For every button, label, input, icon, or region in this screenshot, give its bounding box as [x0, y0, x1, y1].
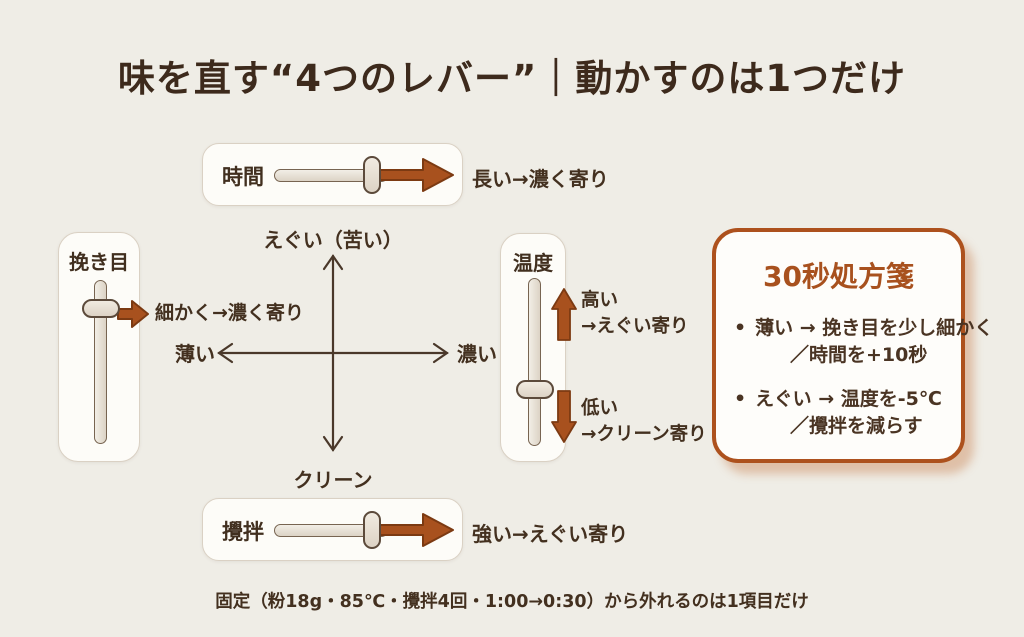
- axis-label-harsh: えぐい（苦い）: [263, 228, 403, 252]
- time-slider-label: 時間: [222, 164, 264, 189]
- temperature-slider-knob: [516, 380, 554, 399]
- list-item: • 薄い → 挽き目を少し細かく ／時間を+10秒: [734, 317, 994, 366]
- time-effect-label: 長い→濃く寄り: [472, 167, 609, 191]
- grind-slider-card: 挽き目: [58, 232, 149, 462]
- stir-slider-label: 攪拌: [222, 519, 264, 544]
- arrow-right-icon: [374, 513, 454, 547]
- time-slider-card: 時間: [202, 143, 463, 206]
- temperature-down-effect-label: 低い →クリーン寄り: [581, 398, 707, 445]
- stir-effect-label: 強い→えぐい寄り: [472, 522, 629, 546]
- prescription-title: 30秒処方箋: [763, 260, 914, 293]
- temperature-slider-label: 温度: [513, 251, 553, 275]
- arrow-down-icon: [551, 390, 577, 443]
- taste-axis-cross: [217, 254, 449, 452]
- temperature-up-effect-label: 高い →えぐい寄り: [581, 290, 689, 337]
- temperature-slider-track: [528, 278, 541, 446]
- prescription-box: 30秒処方箋 • 薄い → 挽き目を少し細かく ／時間を+10秒 • えぐい →…: [712, 228, 994, 463]
- bullet-icon: •: [734, 388, 747, 410]
- axis-label-thin: 薄い: [175, 342, 215, 366]
- grind-effect-label: 細かく→濃く寄り: [155, 302, 304, 324]
- list-item: • えぐい → 温度を-5℃ ／攪拌を減らす: [734, 388, 942, 437]
- grind-slider-knob: [82, 299, 120, 318]
- stir-slider-card: 攪拌: [202, 498, 463, 561]
- grind-slider-label: 挽き目: [69, 250, 129, 274]
- arrow-up-icon: [551, 288, 577, 341]
- time-slider-knob: [363, 156, 381, 194]
- arrow-right-icon: [117, 300, 149, 328]
- axis-label-strong: 濃い: [457, 342, 497, 366]
- bullet-icon: •: [734, 317, 747, 339]
- fixed-parameters-note: 固定（粉18g・85℃・攪拌4回・1:00→0:30）から外れるのは1項目だけ: [215, 592, 809, 612]
- axis-label-clean: クリーン: [293, 468, 373, 492]
- stir-slider-knob: [363, 511, 381, 549]
- page-title: 味を直す“4つのレバー”｜動かすのは1つだけ: [117, 57, 907, 100]
- arrow-right-icon: [374, 158, 454, 192]
- grind-slider-track: [94, 280, 107, 444]
- prescription-list: • 薄い → 挽き目を少し細かく ／時間を+10秒 • えぐい → 温度を-5℃…: [734, 315, 994, 440]
